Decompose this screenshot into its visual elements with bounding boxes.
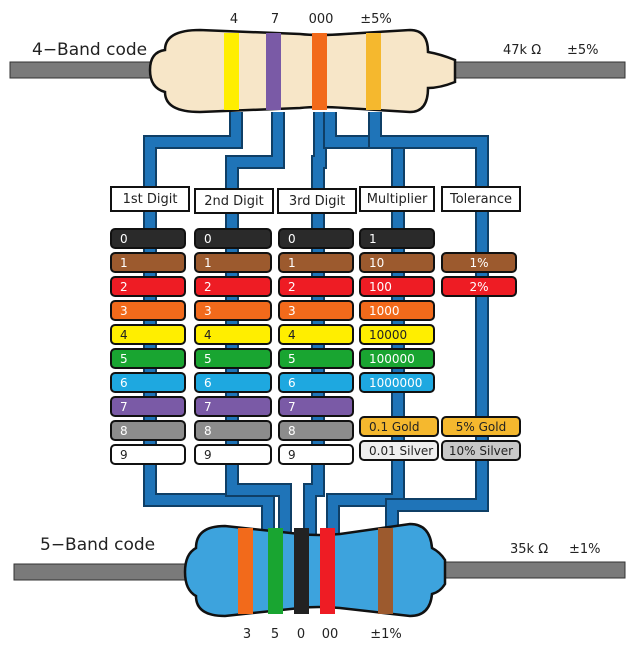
five-band-right-lead bbox=[439, 561, 626, 579]
four-band-value: 47k Ω bbox=[503, 43, 542, 58]
five-band-label-4: 00 bbox=[321, 627, 339, 642]
second-digit-band-4: 4 bbox=[194, 324, 272, 345]
four-band-stripe-4 bbox=[366, 33, 381, 110]
five-band-label-3: 0 bbox=[296, 627, 306, 642]
five-band-stripe-2 bbox=[268, 528, 283, 614]
second-digit-band-8: 8 bbox=[194, 420, 272, 441]
tolerance-band-1: 1% bbox=[441, 252, 517, 273]
tolerance-band-silver: 10% Silver bbox=[441, 440, 521, 461]
five-band-left-lead bbox=[13, 563, 195, 581]
four-band-tolerance: ±5% bbox=[567, 43, 599, 58]
five-band-label-2: 5 bbox=[270, 627, 280, 642]
multiplier-band-1: 1 bbox=[359, 228, 435, 249]
five-band-label-5: ±1% bbox=[370, 627, 402, 642]
four-band-label-1: 4 bbox=[229, 12, 239, 27]
first-digit-band-4: 4 bbox=[110, 324, 186, 345]
first-digit-band-8: 8 bbox=[110, 420, 186, 441]
four-band-right-lead bbox=[454, 61, 626, 79]
header-tolerance: Tolerance bbox=[441, 186, 521, 212]
third-digit-band-6: 6 bbox=[278, 372, 354, 393]
second-digit-band-0: 0 bbox=[194, 228, 272, 249]
four-band-label-3: 000 bbox=[308, 12, 334, 27]
second-digit-band-1: 1 bbox=[194, 252, 272, 273]
first-digit-band-5: 5 bbox=[110, 348, 186, 369]
second-digit-band-6: 6 bbox=[194, 372, 272, 393]
third-digit-band-1: 1 bbox=[278, 252, 354, 273]
five-band-tolerance: ±1% bbox=[569, 542, 601, 557]
second-digit-band-2: 2 bbox=[194, 276, 272, 297]
first-digit-band-7: 7 bbox=[110, 396, 186, 417]
first-digit-band-6: 6 bbox=[110, 372, 186, 393]
third-digit-band-4: 4 bbox=[278, 324, 354, 345]
second-digit-band-3: 3 bbox=[194, 300, 272, 321]
tolerance-band-gold: 5% Gold bbox=[441, 416, 521, 437]
second-digit-band-5: 5 bbox=[194, 348, 272, 369]
third-digit-band-3: 3 bbox=[278, 300, 354, 321]
multiplier-band-10000: 10000 bbox=[359, 324, 435, 345]
multiplier-band-1000000: 1000000 bbox=[359, 372, 435, 393]
second-digit-band-7: 7 bbox=[194, 396, 272, 417]
multiplier-band-10: 10 bbox=[359, 252, 435, 273]
five-band-stripe-4 bbox=[320, 528, 335, 614]
four-band-resistor bbox=[9, 28, 626, 114]
five-band-label-1: 3 bbox=[242, 627, 252, 642]
header-1st-digit: 1st Digit bbox=[110, 186, 190, 212]
four-band-label-2: 7 bbox=[270, 12, 280, 27]
header-multiplier: Multiplier bbox=[359, 186, 435, 212]
multiplier-band-silver: 0.01 Silver bbox=[359, 440, 439, 461]
third-digit-band-9: 9 bbox=[278, 444, 354, 465]
multiplier-band-100000: 100000 bbox=[359, 348, 435, 369]
third-digit-band-0: 0 bbox=[278, 228, 354, 249]
wire-1 bbox=[145, 112, 273, 545]
five-band-stripe-1 bbox=[238, 528, 253, 614]
five-band-body bbox=[183, 522, 447, 618]
four-band-label-4: ±5% bbox=[360, 12, 392, 27]
four-band-title: 4−Band code bbox=[32, 40, 148, 60]
five-band-resistor bbox=[13, 522, 626, 618]
second-digit-band-9: 9 bbox=[194, 444, 272, 465]
five-band-value: 35k Ω bbox=[510, 542, 549, 557]
four-band-body bbox=[148, 28, 457, 114]
third-digit-band-5: 5 bbox=[278, 348, 354, 369]
first-digit-band-9: 9 bbox=[110, 444, 186, 465]
four-band-stripe-2 bbox=[266, 33, 281, 110]
third-digit-band-2: 2 bbox=[278, 276, 354, 297]
first-digit-band-3: 3 bbox=[110, 300, 186, 321]
multiplier-band-gold: 0.1 Gold bbox=[359, 416, 439, 437]
third-digit-band-8: 8 bbox=[278, 420, 354, 441]
five-band-stripe-5 bbox=[378, 528, 393, 614]
wire-5 bbox=[370, 112, 487, 545]
four-band-stripe-1 bbox=[224, 33, 239, 110]
four-band-left-lead bbox=[9, 61, 161, 79]
tolerance-band-2: 2% bbox=[441, 276, 517, 297]
wire-4 bbox=[325, 112, 403, 545]
first-digit-band-0: 0 bbox=[110, 228, 186, 249]
header-3rd-digit: 3rd Digit bbox=[277, 188, 357, 214]
third-digit-band-7: 7 bbox=[278, 396, 354, 417]
four-band-stripe-3 bbox=[312, 33, 327, 110]
multiplier-band-1000: 1000 bbox=[359, 300, 435, 321]
first-digit-band-1: 1 bbox=[110, 252, 186, 273]
five-band-title: 5−Band code bbox=[40, 535, 156, 555]
five-band-stripe-3 bbox=[294, 528, 309, 614]
header-2nd-digit: 2nd Digit bbox=[194, 188, 274, 214]
multiplier-band-100: 100 bbox=[359, 276, 435, 297]
first-digit-band-2: 2 bbox=[110, 276, 186, 297]
